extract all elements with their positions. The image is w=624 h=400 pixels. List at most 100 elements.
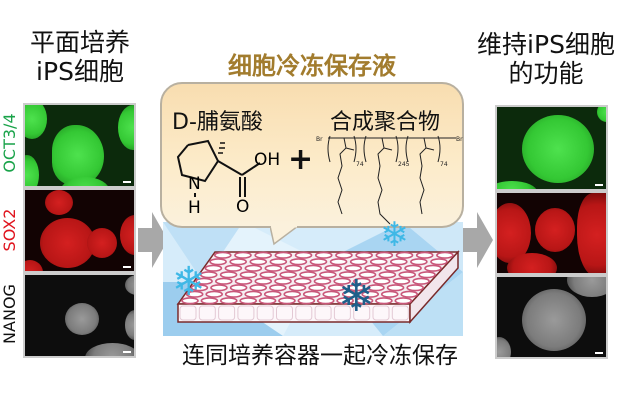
freeze-caption: 连同培养容器一起冷冻保存: [182, 343, 458, 369]
plate-well: [239, 297, 257, 305]
plus-sign: +: [288, 142, 314, 177]
plate-well: [200, 297, 219, 305]
plate-well: [293, 277, 312, 285]
plate-well: [344, 264, 362, 272]
plate-well: [229, 258, 247, 266]
plate-well: [264, 264, 283, 272]
plate-well: [297, 297, 316, 305]
plate-well: [430, 258, 448, 266]
plate-well-side: [391, 305, 409, 321]
plate-well: [269, 284, 287, 292]
plate-well: [361, 290, 380, 298]
plate-well: [234, 251, 252, 259]
plate-well: [229, 284, 248, 292]
plate-well: [224, 264, 243, 272]
n3-label: 74: [440, 161, 448, 168]
plate-well: [355, 251, 373, 259]
plate-well: [274, 277, 292, 285]
left-title-line2: iPS细胞: [36, 57, 124, 86]
plate-well: [355, 297, 374, 305]
plate-well-side: [353, 305, 371, 321]
right-nanog-image: [495, 275, 608, 359]
culture-plate: [176, 250, 460, 324]
left-title-line1: 平面培养: [29, 28, 130, 57]
left-nanog-image: [23, 273, 136, 358]
plate-well: [384, 264, 402, 272]
plate-well: [234, 277, 253, 285]
plate-well: [190, 284, 209, 292]
plate-well: [324, 264, 343, 272]
plate-well: [210, 284, 228, 292]
plate-well-side: [314, 305, 332, 321]
bubble-tail: [270, 226, 300, 246]
plate-well: [358, 271, 377, 279]
plate-well: [418, 271, 436, 279]
plate-well: [289, 258, 308, 266]
plate-well: [336, 297, 354, 305]
plate-well: [302, 290, 321, 298]
plate-well: [380, 290, 399, 298]
plate-well: [244, 290, 263, 298]
plate-well: [254, 251, 272, 259]
br-left-label: Br: [316, 136, 323, 143]
plate-well: [424, 264, 442, 272]
n2-label: 245: [398, 161, 410, 168]
plate-well: [278, 297, 296, 305]
solution-title: 细胞冷冻保存液: [228, 52, 396, 80]
plate-well: [219, 271, 238, 279]
n-label: N: [188, 174, 201, 194]
left-oct34-image: [23, 103, 136, 188]
oh-label: OH: [254, 150, 280, 170]
plate-well: [308, 284, 326, 292]
plate-well: [335, 251, 353, 259]
plate-well: [214, 277, 233, 285]
plate-well: [258, 297, 277, 305]
plate-well: [224, 290, 243, 298]
plate-well: [349, 258, 368, 266]
o-label: O: [236, 197, 249, 215]
plate-well: [392, 277, 411, 285]
plate-well: [304, 264, 323, 272]
plate-well: [375, 251, 394, 259]
snowflake-icon: ❄: [380, 215, 409, 255]
plate-well: [314, 251, 333, 259]
plate-well-side: [372, 305, 390, 321]
n1-label: 74: [356, 161, 364, 168]
left-arrow-icon: [138, 212, 168, 268]
plate-well: [316, 297, 335, 305]
plate-well: [213, 251, 232, 259]
plate-well-side: [218, 305, 236, 321]
plate-well: [219, 297, 238, 305]
plate-well: [378, 271, 397, 279]
snowflake-icon: ❄: [338, 271, 375, 322]
plate-well: [284, 264, 303, 272]
left-title: 平面培养 iPS细胞: [10, 28, 150, 86]
d-proline-label: D-脯氨酸: [172, 110, 263, 135]
plate-well: [309, 258, 328, 266]
plate-well: [353, 277, 371, 285]
plate-well: [288, 284, 307, 292]
snowflake-icon: ❄: [172, 259, 206, 305]
plate-well: [279, 271, 297, 279]
plate-well: [406, 284, 424, 292]
plate-well: [254, 277, 273, 285]
plate-well-side: [276, 305, 293, 321]
plate-well: [395, 251, 414, 259]
plate-well: [263, 290, 282, 298]
plate-well: [249, 284, 268, 292]
plate-well: [249, 258, 268, 266]
br-right-label: Br: [456, 136, 463, 143]
plate-well: [204, 264, 223, 272]
plate-well-side: [295, 305, 313, 321]
plate-well: [415, 251, 434, 259]
plate-well: [390, 258, 408, 266]
solution-bubble: [160, 82, 464, 228]
plate-well: [199, 271, 218, 279]
plate-well: [319, 271, 337, 279]
plate-well: [195, 277, 213, 285]
right-title: 维持iPS细胞 的功能: [468, 30, 624, 88]
plate-well-side: [198, 305, 216, 321]
plate-well: [239, 271, 258, 279]
plate-well: [394, 297, 413, 305]
plate-well: [398, 271, 417, 279]
